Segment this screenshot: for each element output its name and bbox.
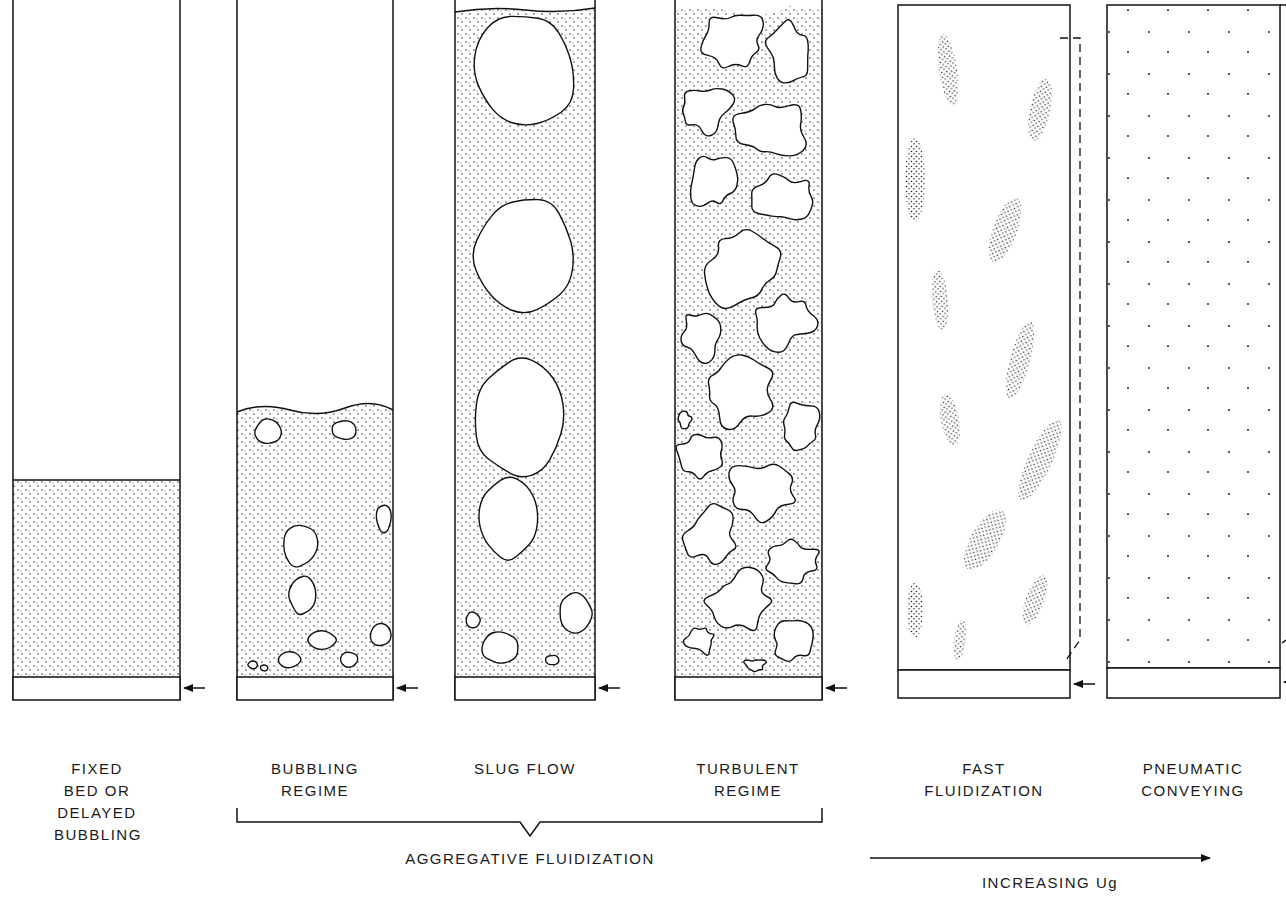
bubble	[248, 661, 257, 669]
bubble	[744, 660, 767, 672]
bubble	[774, 621, 813, 662]
group-label: AGGREGATIVE FLUIDIZATION	[320, 848, 740, 870]
bubble	[474, 16, 573, 124]
axis-label: INCREASING Ug	[930, 872, 1170, 894]
particle-cluster	[982, 194, 1028, 266]
bubble	[683, 89, 735, 136]
bubble	[676, 434, 722, 478]
bubble	[466, 612, 480, 628]
bubble	[678, 411, 692, 429]
bubble	[341, 652, 358, 667]
bubble	[704, 567, 772, 630]
bubble	[683, 628, 713, 655]
regime-label: FIXED BED OR DELAYED BUBBLING	[54, 758, 140, 846]
bubble	[546, 655, 559, 664]
particle-cluster	[907, 582, 923, 638]
bubble	[289, 576, 316, 614]
bubble	[278, 652, 300, 668]
particle-cluster	[934, 33, 962, 107]
bubble	[332, 421, 356, 440]
particle-cluster	[937, 393, 964, 447]
bubble	[765, 20, 808, 83]
particle-cluster	[905, 138, 925, 222]
regime-label: PNEUMATIC CONVEYING	[1113, 758, 1273, 802]
bubble	[708, 355, 772, 430]
bubble	[701, 15, 763, 68]
bubble	[255, 419, 281, 444]
bubble	[482, 632, 518, 663]
bubble	[691, 156, 738, 206]
bubble	[260, 665, 267, 671]
bubble	[560, 593, 592, 633]
particle-cluster	[1000, 319, 1040, 401]
bubble	[766, 539, 819, 584]
bubble	[479, 477, 538, 560]
bubble	[681, 313, 721, 363]
particle-cluster	[1018, 572, 1053, 627]
particle-cluster	[951, 619, 968, 660]
bubble	[784, 402, 820, 450]
bubble	[752, 174, 813, 220]
bubble	[704, 230, 780, 309]
bubble	[756, 294, 818, 352]
bubble	[473, 200, 573, 313]
bubble	[370, 623, 391, 645]
particle-cluster	[1011, 415, 1070, 505]
bubble	[376, 505, 391, 533]
bubble	[729, 464, 795, 522]
bubble	[475, 358, 563, 477]
bubble	[308, 631, 336, 650]
particle-cluster	[1024, 77, 1057, 144]
regime-label: SLUG FLOW	[455, 758, 595, 780]
regime-label: TURBULENT REGIME	[683, 758, 813, 802]
bubble	[682, 504, 736, 565]
particle-cluster	[929, 269, 950, 330]
regime-label: FAST FLUIDIZATION	[909, 758, 1059, 802]
bubble	[284, 525, 318, 567]
regime-label: BUBBLING REGIME	[250, 758, 380, 802]
particle-cluster	[956, 504, 1014, 577]
bubble	[733, 104, 806, 156]
